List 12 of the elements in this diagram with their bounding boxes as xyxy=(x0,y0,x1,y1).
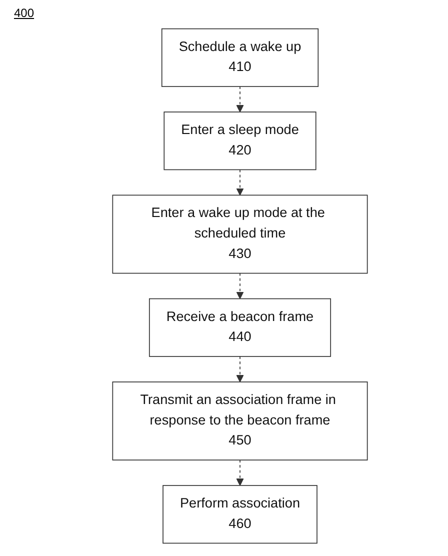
node-box: Schedule a wake up 410 xyxy=(161,28,319,87)
node-box: Enter a wake up mode at the scheduled time 430 xyxy=(112,194,368,274)
arrow xyxy=(236,272,244,300)
node-box: Receive a beacon frame 440 xyxy=(148,298,332,357)
figure-number: 400 xyxy=(14,6,34,20)
arrow xyxy=(236,356,244,382)
arrow xyxy=(236,86,244,112)
arrow xyxy=(236,460,244,486)
node-box: Enter a sleep mode 420 xyxy=(164,112,316,170)
node-box: Perform association 460 xyxy=(162,485,318,544)
arrow xyxy=(236,169,244,196)
node-box: Transmit an association frame in response to the beacon frame 450 xyxy=(112,382,368,460)
